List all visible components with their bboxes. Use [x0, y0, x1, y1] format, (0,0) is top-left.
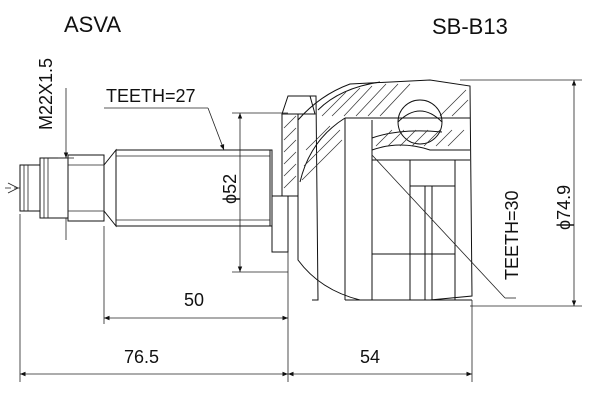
body-diameter-label: ϕ74.9: [554, 185, 574, 230]
dim-shaft-diameter: ϕ52: [220, 112, 288, 273]
stub-length-label: 50: [184, 290, 204, 310]
shaft-total-length-label: 76.5: [124, 347, 159, 367]
dim-inner-teeth: TEETH=30: [502, 190, 522, 299]
outer-bell: [281, 79, 506, 301]
dim-bottom: 76.5 54: [19, 214, 473, 382]
outer-teeth-label: TEETH=27: [106, 86, 196, 106]
inner-teeth-label: TEETH=30: [502, 190, 522, 280]
dim-outer-teeth: TEETH=27: [104, 86, 225, 151]
shaft-diameter-label: ϕ52: [220, 174, 240, 204]
thread-label: M22X1.5: [36, 58, 56, 130]
brand-label: ASVA: [64, 12, 121, 37]
body-length-label: 54: [360, 347, 380, 367]
part-number-label: SB-B13: [432, 14, 508, 39]
stub-shaft: [5, 148, 289, 253]
dim-stub-length: 50: [103, 226, 288, 324]
dim-thread: M22X1.5: [36, 58, 74, 240]
dim-body-diameter: ϕ74.9: [460, 79, 582, 307]
